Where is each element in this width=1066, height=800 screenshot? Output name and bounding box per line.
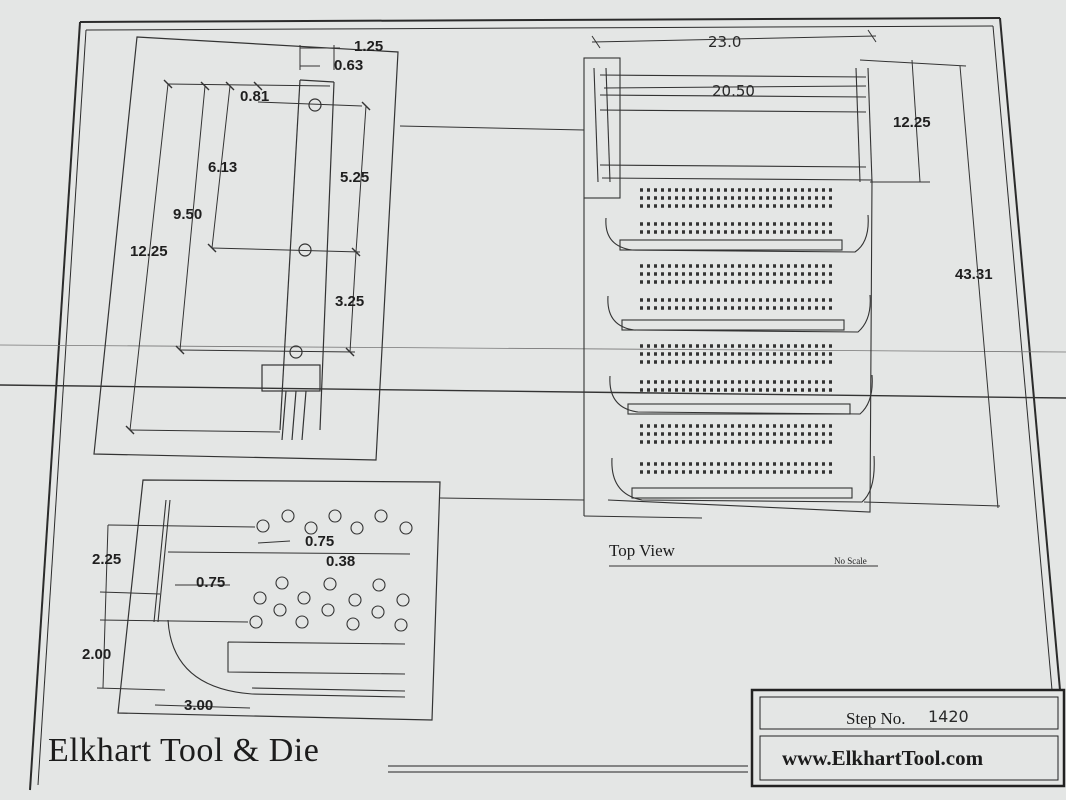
dim-to-mid-hole: 6.13 — [208, 159, 238, 176]
dim-overall-depth: 43.31 — [955, 266, 993, 283]
dim-inner-width: 20.50 — [712, 82, 755, 100]
dim-edge-offset: 0.75 — [196, 574, 226, 591]
dim-mid-spacing: 5.25 — [340, 169, 370, 186]
view-label: Top View — [609, 541, 675, 560]
step-label: Step No. — [846, 709, 906, 728]
dim-slot-offset: 0.63 — [334, 57, 364, 74]
dim-overall-height: 12.25 — [130, 243, 168, 260]
dim-frame-depth: 12.25 — [893, 114, 931, 131]
dim-to-low-hole: 9.50 — [173, 206, 203, 223]
company-name: Elkhart Tool & Die — [48, 732, 320, 769]
scale-note: No Scale — [834, 556, 867, 566]
dim-corner-width: 3.00 — [184, 697, 214, 714]
dim-top-hole: 0.81 — [240, 88, 270, 105]
dim-corner-height: 2.00 — [82, 646, 112, 663]
dim-overall-width: 23.0 — [708, 33, 742, 51]
dim-slot-width: 1.25 — [354, 38, 384, 55]
dim-hole-pitch: 0.75 — [305, 533, 335, 550]
dim-low-spacing: 3.25 — [335, 293, 365, 310]
dim-hole-diameter: 0.38 — [326, 553, 356, 570]
dim-row-offset: 2.25 — [92, 551, 122, 568]
website-url: www.ElkhartTool.com — [782, 746, 984, 770]
step-value: 1420 — [928, 707, 969, 726]
